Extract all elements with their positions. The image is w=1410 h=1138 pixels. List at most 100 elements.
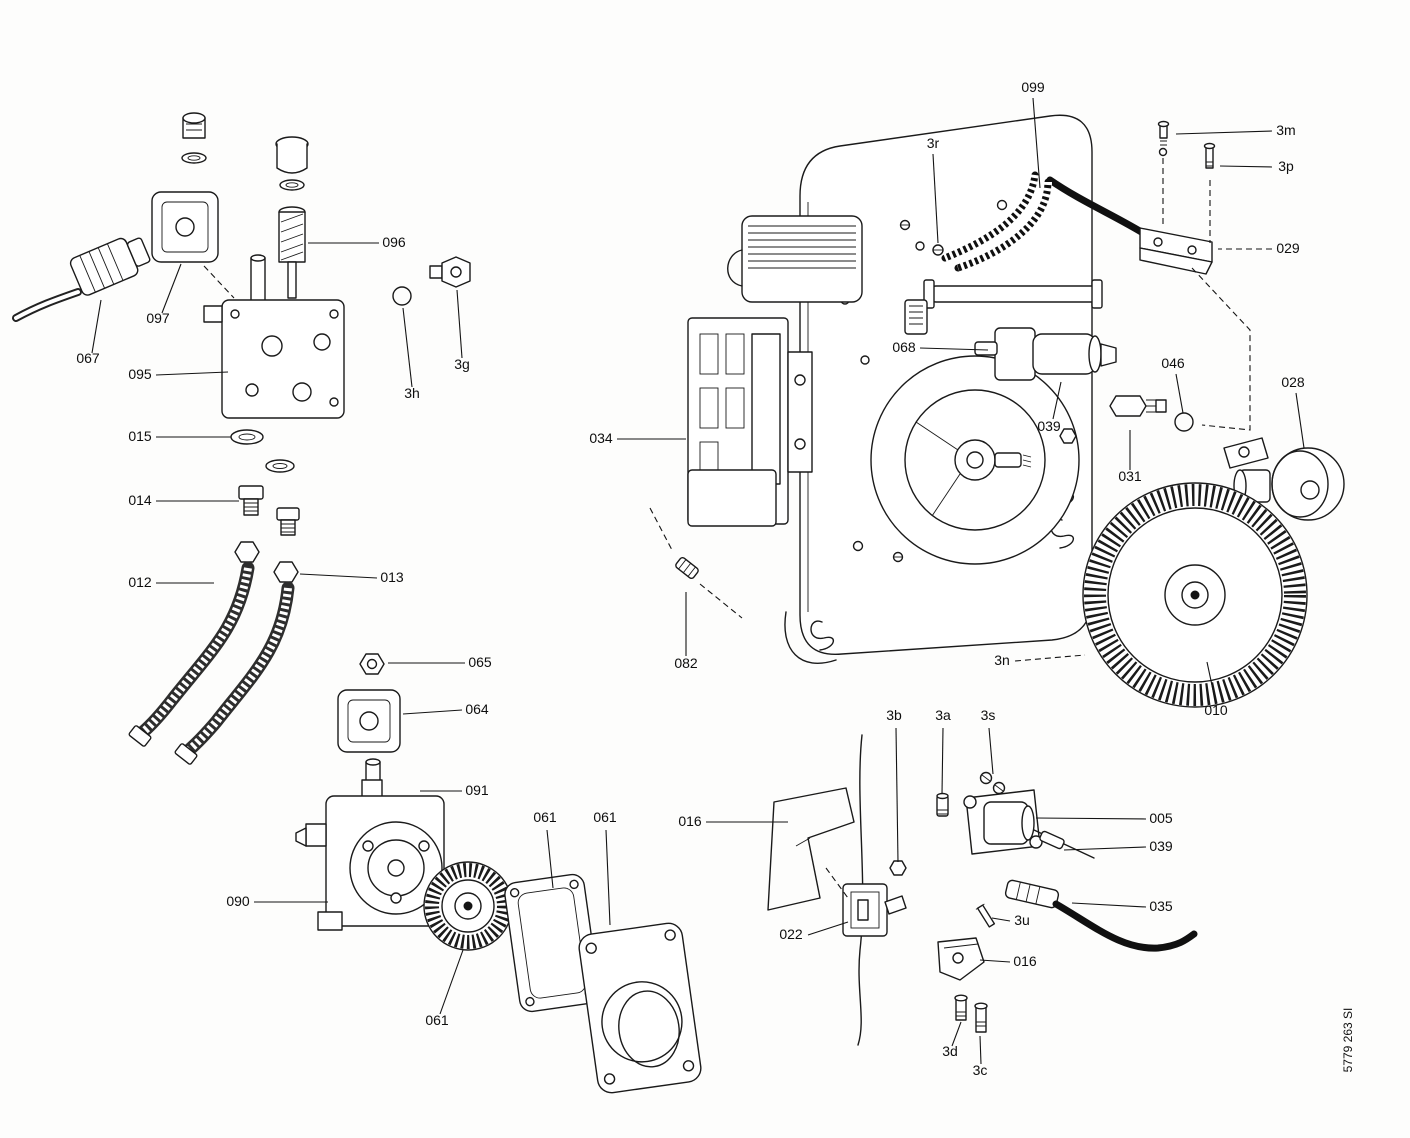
part-label-3r-1: 3r — [927, 135, 940, 151]
leader-line-061-40 — [439, 949, 464, 1015]
part-label-068-16: 068 — [892, 339, 916, 355]
leader-line-3m-2 — [1175, 130, 1273, 135]
leader-line-068-16 — [919, 347, 989, 351]
part-label-061-40: 061 — [425, 1012, 449, 1028]
part-label-005-33: 005 — [1149, 810, 1173, 826]
part-label-028-19: 028 — [1281, 374, 1305, 390]
leader-line-3s-32 — [988, 727, 994, 775]
pump-cover-061 — [578, 922, 702, 1094]
coupling-insert — [675, 557, 699, 579]
part-label-012-13: 012 — [128, 574, 152, 590]
part-label-039-34: 039 — [1149, 838, 1173, 854]
screw-3u — [975, 903, 996, 928]
part-label-3g-9: 3g — [454, 356, 470, 372]
part-label-090-36: 090 — [226, 893, 250, 909]
leader-line-3b-30 — [895, 727, 899, 863]
o-ring-046 — [1174, 412, 1194, 432]
leader-line-3g-9 — [456, 289, 463, 359]
part-label-016-29: 016 — [678, 813, 702, 829]
leader-line-3a-31 — [941, 727, 944, 795]
igniter-005 — [963, 789, 1043, 855]
preheater-mounting-bar — [904, 279, 1103, 335]
part-label-022-37: 022 — [779, 926, 803, 942]
leader-line-3r-1 — [932, 153, 939, 244]
fittings-014 — [238, 485, 300, 536]
part-label-3u-38: 3u — [1014, 912, 1030, 928]
part-label-097-6: 097 — [146, 310, 170, 326]
solenoid-valve — [974, 327, 1117, 381]
fan-wheel — [1082, 482, 1308, 708]
leader-line-028-19 — [1295, 392, 1305, 449]
part-label-015-11: 015 — [128, 428, 152, 444]
part-label-095-8: 095 — [128, 366, 152, 382]
leader-line-3d-41 — [951, 1021, 962, 1047]
screw-3p — [1203, 142, 1216, 169]
construction-line-coil — [203, 265, 235, 299]
screw-3m — [1157, 120, 1170, 157]
part-label-3a-31: 3a — [935, 707, 951, 723]
leader-line-095-8 — [155, 371, 229, 376]
leader-line-039-17 — [1052, 381, 1062, 420]
leader-line-3u-38 — [991, 917, 1011, 922]
part-label-3c-42: 3c — [973, 1062, 988, 1078]
part-label-014-12: 014 — [128, 492, 152, 508]
leader-line-3c-42 — [979, 1035, 982, 1065]
ignition-cable-035 — [1004, 879, 1198, 952]
part-label-3m-2: 3m — [1276, 122, 1295, 138]
adjusting-knob — [1223, 437, 1345, 521]
leader-line-046-18 — [1175, 373, 1184, 414]
part-label-061-27: 061 — [533, 809, 557, 825]
part-label-065-24: 065 — [468, 654, 492, 670]
part-label-3s-32: 3s — [981, 707, 996, 723]
solenoid-coil-064 — [337, 689, 401, 753]
blast-tube-opening — [870, 355, 1080, 565]
oil-pump-090 — [295, 779, 445, 931]
screws-3s — [979, 771, 1006, 795]
washers-015 — [230, 429, 295, 473]
mounting-plate-022 — [842, 883, 907, 937]
coupling-wheel — [423, 861, 513, 951]
leader-line-061-28 — [605, 829, 611, 926]
leader-line-3h-10 — [402, 307, 413, 388]
leader-line-061-27 — [546, 829, 554, 889]
leader-line-010-22 — [1206, 661, 1217, 705]
oil-hoses — [128, 561, 295, 765]
part-label-096-5: 096 — [382, 234, 406, 250]
construction-line-022 — [825, 867, 849, 899]
leader-line-097-6 — [161, 263, 182, 314]
leader-line-035-35 — [1071, 902, 1147, 908]
heat-insulation-block — [687, 317, 813, 527]
part-label-3h-10: 3h — [404, 385, 420, 401]
cable-harness — [941, 171, 1152, 272]
oil-pump-095 — [203, 254, 345, 419]
leader-line-039-34 — [1063, 846, 1147, 851]
document-number: 5779 263 SI — [1341, 1008, 1355, 1073]
hose-nuts — [234, 541, 299, 583]
leader-line-022-37 — [807, 921, 849, 936]
leader-line-005-33 — [1035, 817, 1147, 820]
part-label-034-15: 034 — [589, 430, 613, 446]
construction-line-coupling — [649, 507, 673, 551]
part-label-039-17: 039 — [1037, 418, 1061, 434]
part-label-3b-30: 3b — [886, 707, 902, 723]
terminal-bracket — [1139, 227, 1213, 275]
part-label-010-22: 010 — [1204, 702, 1228, 718]
nozzle-fitting-3g — [429, 256, 471, 288]
construction-line-bracket — [1191, 267, 1251, 431]
part-label-067-7: 067 — [76, 350, 100, 366]
part-label-013-14: 013 — [380, 569, 404, 585]
part-label-3p-3: 3p — [1278, 158, 1294, 174]
part-label-3d-41: 3d — [942, 1043, 958, 1059]
part-label-035-35: 035 — [1149, 898, 1173, 914]
solenoid-coil-097 — [151, 112, 219, 263]
leader-line-064-25 — [402, 709, 463, 715]
power-plug — [12, 237, 151, 322]
hex-nut-039 — [1059, 428, 1077, 444]
hex-nut-065 — [359, 653, 385, 675]
o-ring-3h — [392, 286, 412, 306]
part-label-016-39: 016 — [1013, 953, 1037, 969]
screw-3c — [974, 1002, 988, 1033]
bracket-016-small — [937, 937, 985, 981]
